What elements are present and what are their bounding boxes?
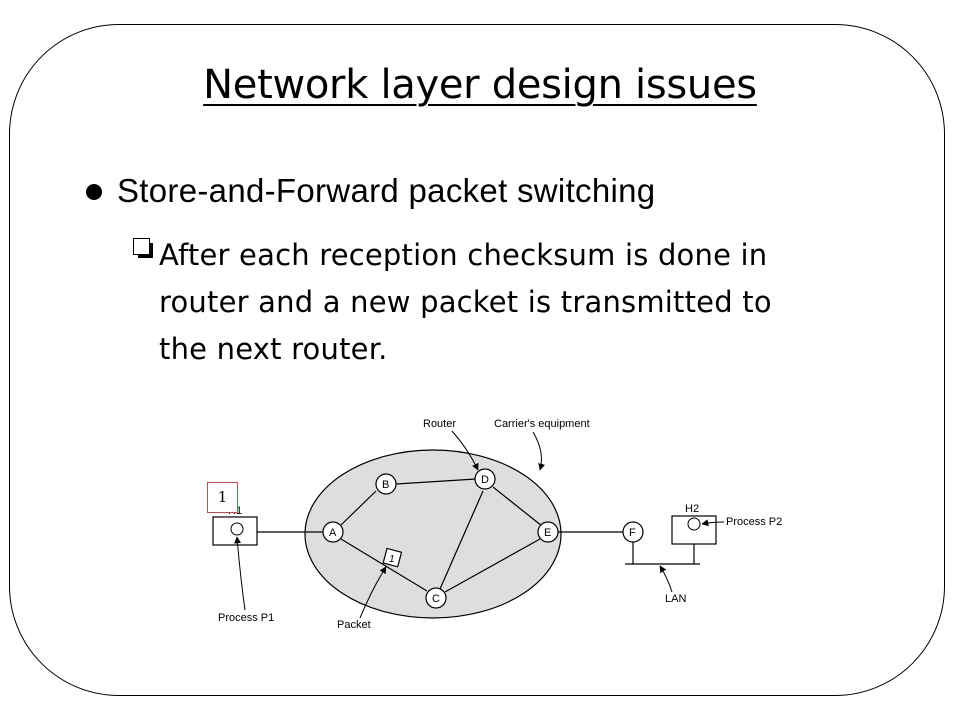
- link-a-c: [340, 538, 428, 592]
- router-c-label: C: [432, 593, 440, 605]
- router-arrow: [451, 430, 479, 471]
- slide-frame: [9, 24, 945, 696]
- link-b-d: [395, 478, 477, 485]
- router-f: [622, 521, 644, 543]
- network-diagram: H1 H2 A B D E: [200, 404, 810, 634]
- process-p2-arrow: [701, 519, 725, 527]
- router-annotation: Router: [423, 418, 456, 430]
- link-a-b: [340, 490, 377, 526]
- process-p2-annotation: Process P2: [726, 516, 782, 528]
- marker-badge: 1: [207, 482, 238, 513]
- checkbox-bullet-icon: [133, 238, 153, 258]
- carrier-annotation: Carrier's equipment: [494, 418, 590, 430]
- sub-bullet-line-1: After each reception checksum is done in: [159, 238, 768, 272]
- carrier-arrow: [532, 431, 546, 471]
- process-p1-arrow: [234, 536, 246, 611]
- host-h1-process-icon: [230, 522, 244, 536]
- link-d-c: [439, 490, 484, 590]
- packet-annotation: Packet: [337, 619, 371, 631]
- slide-title: Network layer design issues: [203, 62, 757, 108]
- router-d-label: D: [481, 474, 489, 486]
- router-c: [425, 587, 447, 609]
- lan-arrow: [659, 565, 673, 593]
- router-e-label: E: [544, 527, 551, 539]
- router-d: [474, 468, 496, 490]
- router-b: [375, 473, 397, 495]
- router-a: [322, 521, 344, 543]
- carrier-ellipse: [304, 449, 562, 619]
- sub-bullet-line-3: the next router.: [159, 332, 388, 366]
- process-p1-annotation: Process P1: [218, 612, 274, 624]
- link-c-e: [444, 538, 541, 593]
- router-b-label: B: [382, 479, 389, 491]
- sub-bullet-text: After each reception checksum is done in…: [159, 232, 849, 373]
- packet-arrow: [359, 566, 387, 619]
- bullet-dot: [86, 184, 102, 200]
- host-h2-process-icon: [687, 517, 701, 531]
- host-h2-label: H2: [685, 503, 699, 515]
- network-diagram-svg: H1 H2 A B D E: [212, 418, 782, 631]
- lan-annotation: LAN: [665, 593, 686, 605]
- packet-box: [382, 547, 403, 568]
- link-d-e: [492, 486, 543, 527]
- sub-bullet-line-2: router and a new packet is transmitted t…: [159, 285, 772, 319]
- bullet-text: Store-and-Forward packet switching: [117, 172, 656, 209]
- router-f-label: F: [629, 527, 636, 539]
- router-a-label: A: [329, 527, 337, 539]
- packet-number: 1: [389, 554, 395, 565]
- router-e: [537, 521, 559, 543]
